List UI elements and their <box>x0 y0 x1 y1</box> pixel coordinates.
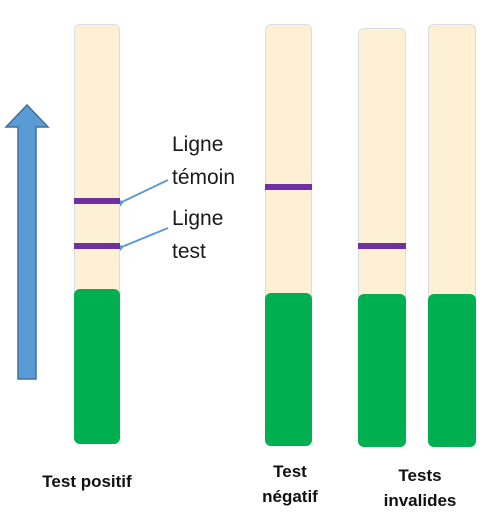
caption-negative-line2: négatif <box>262 487 318 506</box>
test-line-label-line2: test <box>172 240 206 263</box>
caption-invalid: Tests invalides <box>360 467 480 509</box>
caption-positive: Test positif <box>42 472 132 491</box>
absorbent-pad <box>265 293 312 446</box>
test-line-label-line1: Ligne <box>172 207 224 230</box>
test-line-label: Ligne test <box>172 208 223 262</box>
caption-negative-line1: Test <box>273 462 307 481</box>
test-line-band <box>74 243 120 249</box>
control-line-band <box>265 184 312 190</box>
control-line-band <box>74 198 120 204</box>
control-line-label: Ligne témoin <box>172 134 235 188</box>
control-line-label-line1: Ligne <box>172 133 224 156</box>
caption-negative: Test négatif <box>235 463 345 505</box>
caption-invalid-line2: invalides <box>383 491 457 510</box>
pointer-arrow-icon <box>115 179 169 208</box>
pointer-arrow-icon <box>116 227 169 253</box>
absorbent-pad <box>428 294 476 447</box>
up-arrow-icon <box>4 103 50 380</box>
caption-invalid-line1: Tests <box>398 466 442 485</box>
absorbent-pad <box>358 294 406 447</box>
control-line-label-line2: témoin <box>172 166 236 189</box>
test-line-band <box>358 243 406 249</box>
absorbent-pad <box>74 289 120 444</box>
